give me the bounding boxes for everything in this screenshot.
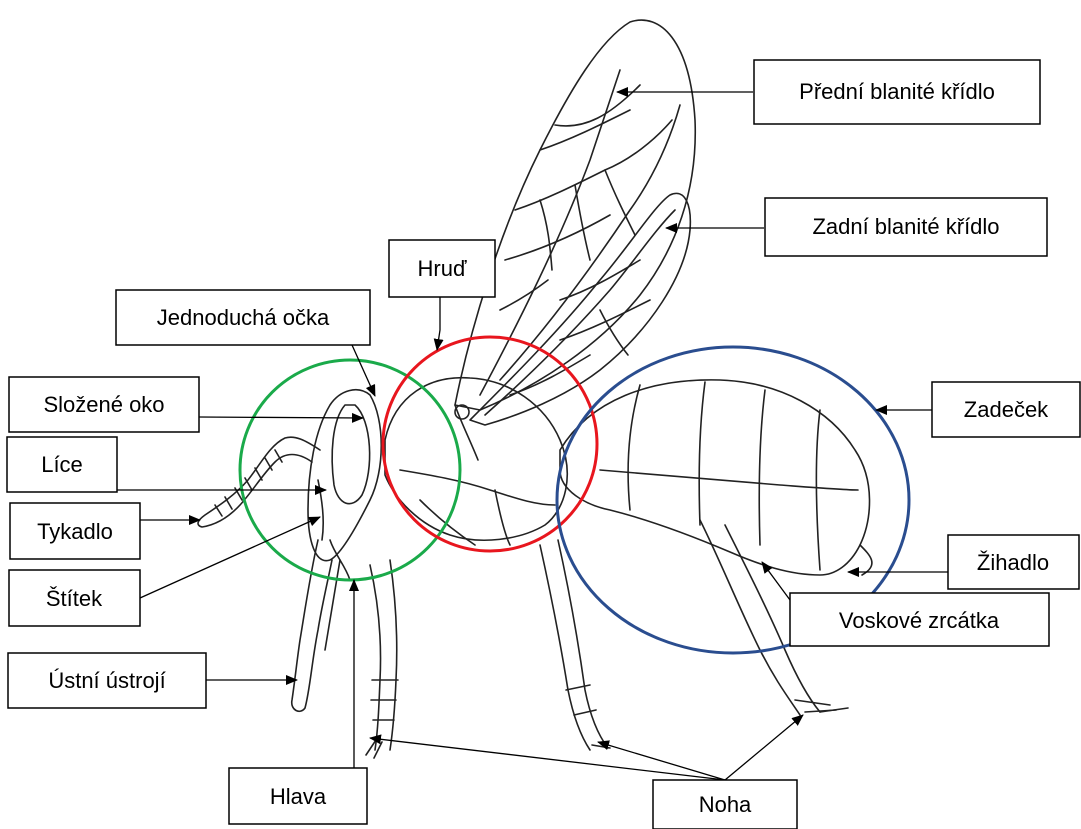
label-mouthparts-text: Ústní ústrojí — [48, 668, 165, 693]
leg-arrow-middle — [598, 742, 725, 780]
thorax-drawing — [385, 378, 567, 545]
label-hindwing: Zadní blanité křídlo — [765, 198, 1047, 256]
label-head-text: Hlava — [270, 784, 327, 809]
ocelli-arrow — [352, 345, 375, 396]
label-clypeus-text: Štítek — [46, 586, 103, 611]
bee-illustration — [198, 20, 872, 758]
label-thorax: Hruď — [389, 240, 495, 297]
label-ocelli: Jednoduchá očka — [116, 290, 370, 345]
leg-arrow-hind — [725, 715, 803, 780]
forewing-drawing — [455, 20, 695, 410]
thorax-arrow — [437, 297, 440, 350]
label-thorax-text: Hruď — [418, 256, 467, 281]
label-mouthparts: Ústní ústrojí — [8, 653, 206, 708]
label-antenna: Tykadlo — [10, 503, 140, 559]
label-cheek: Líce — [7, 437, 117, 492]
label-cheek-text: Líce — [41, 452, 83, 477]
label-clypeus: Štítek — [9, 570, 140, 626]
label-stinger-text: Žihadlo — [977, 550, 1049, 575]
legs-drawing — [366, 520, 848, 758]
label-abdomen-text: Zadeček — [964, 397, 1049, 422]
label-abdomen: Zadeček — [932, 382, 1080, 437]
label-wax-mirrors-text: Voskové zrcátka — [839, 608, 1000, 633]
label-stinger: Žihadlo — [948, 535, 1079, 589]
head-region-circle — [240, 360, 460, 580]
label-head: Hlava — [229, 768, 367, 824]
label-antenna-text: Tykadlo — [37, 519, 113, 544]
label-wax-mirrors: Voskové zrcátka — [790, 593, 1049, 646]
label-compound-eye: Složené oko — [9, 377, 199, 432]
label-forewing: Přední blanité křídlo — [754, 60, 1040, 124]
label-hindwing-text: Zadní blanité křídlo — [812, 214, 999, 239]
label-leg: Noha — [653, 780, 797, 829]
clypeus-arrow — [140, 517, 320, 598]
leader-lines — [117, 92, 948, 780]
label-compound-eye-text: Složené oko — [43, 392, 164, 417]
leg-arrow-front — [370, 738, 725, 780]
abdomen-drawing — [560, 380, 872, 575]
label-ocelli-text: Jednoduchá očka — [157, 305, 330, 330]
label-leg-text: Noha — [699, 792, 752, 817]
thorax-region-circle — [383, 337, 597, 551]
label-forewing-text: Přední blanité křídlo — [799, 79, 995, 104]
